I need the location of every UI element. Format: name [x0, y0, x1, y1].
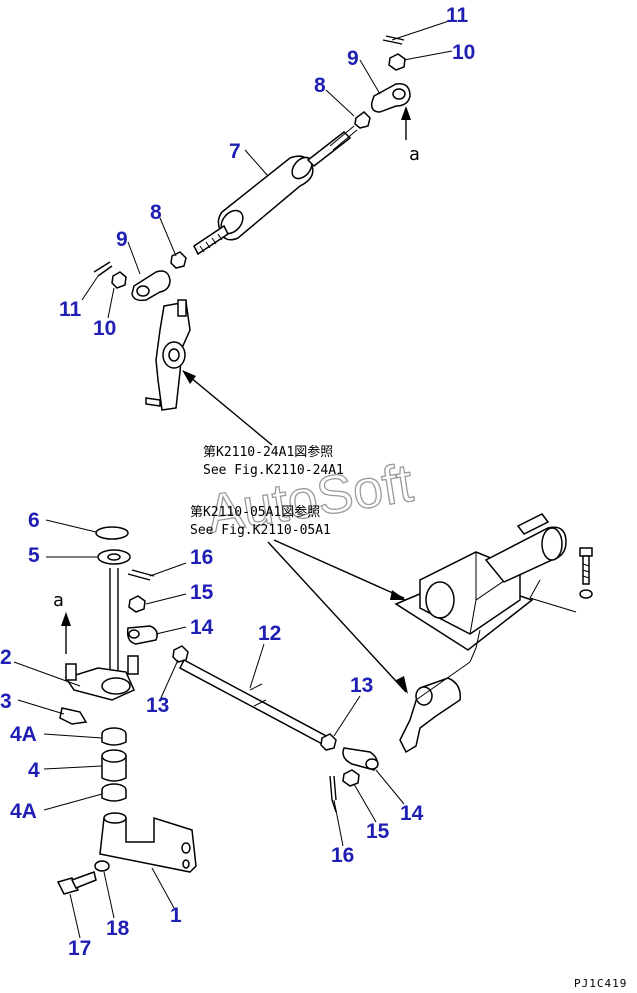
view-arrow-icon: [401, 106, 411, 120]
ref-note-2-jp: 第K2110-05A1図参照: [190, 504, 320, 520]
lever-shaft-assembly: a: [53, 526, 379, 895]
callout-7: 7: [229, 140, 241, 163]
callout-17: 17: [68, 937, 91, 960]
callout-2: 2: [0, 646, 12, 669]
callout-13-right: 13: [350, 674, 373, 697]
callout-18: 18: [106, 917, 130, 940]
callout-5: 5: [28, 544, 40, 567]
callout-4A-bottom: 4A: [10, 800, 37, 823]
callout-14-left: 14: [190, 616, 214, 639]
callout-14-right: 14: [400, 802, 424, 825]
callout-10-top: 10: [452, 41, 475, 64]
callout-3: 3: [0, 690, 12, 713]
callout-4: 4: [28, 759, 40, 782]
callout-11-top: 11: [446, 4, 469, 27]
callout-15-left: 15: [190, 581, 214, 604]
callout-10-mid: 10: [93, 317, 116, 340]
callout-9-mid: 9: [116, 228, 128, 251]
callout-9-top: 9: [347, 47, 359, 70]
callout-4A-top: 4A: [10, 723, 37, 746]
view-marker-lower: a: [53, 590, 64, 611]
view-marker-upper: a: [409, 144, 420, 165]
callout-1: 1: [170, 904, 182, 927]
actuator-housing: [267, 513, 593, 754]
callout-11-mid: 11: [59, 298, 82, 321]
ref-note-1-jp: 第K2110-24A1図参照: [203, 444, 333, 460]
callout-16-right: 16: [331, 844, 354, 867]
callout-16-left: 16: [190, 546, 213, 569]
damper-rod-assembly: a: [93, 35, 420, 446]
callout-labels: 11 9 10 8 7 8 9 11 10 6 5 16 15 14 12 2 …: [0, 4, 475, 960]
figure-code: PJ1C419: [574, 977, 627, 990]
callout-15-right: 15: [366, 820, 390, 843]
callout-8-top: 8: [314, 74, 326, 97]
leader-lines: [13, 19, 453, 939]
callout-12: 12: [258, 622, 281, 645]
callout-8-mid: 8: [150, 201, 162, 224]
callout-13-left: 13: [146, 694, 169, 717]
ref-note-2-en: See Fig.K2110-05A1: [190, 523, 331, 538]
callout-6: 6: [28, 509, 40, 532]
ref-note-1-en: See Fig.K2110-24A1: [203, 463, 344, 478]
